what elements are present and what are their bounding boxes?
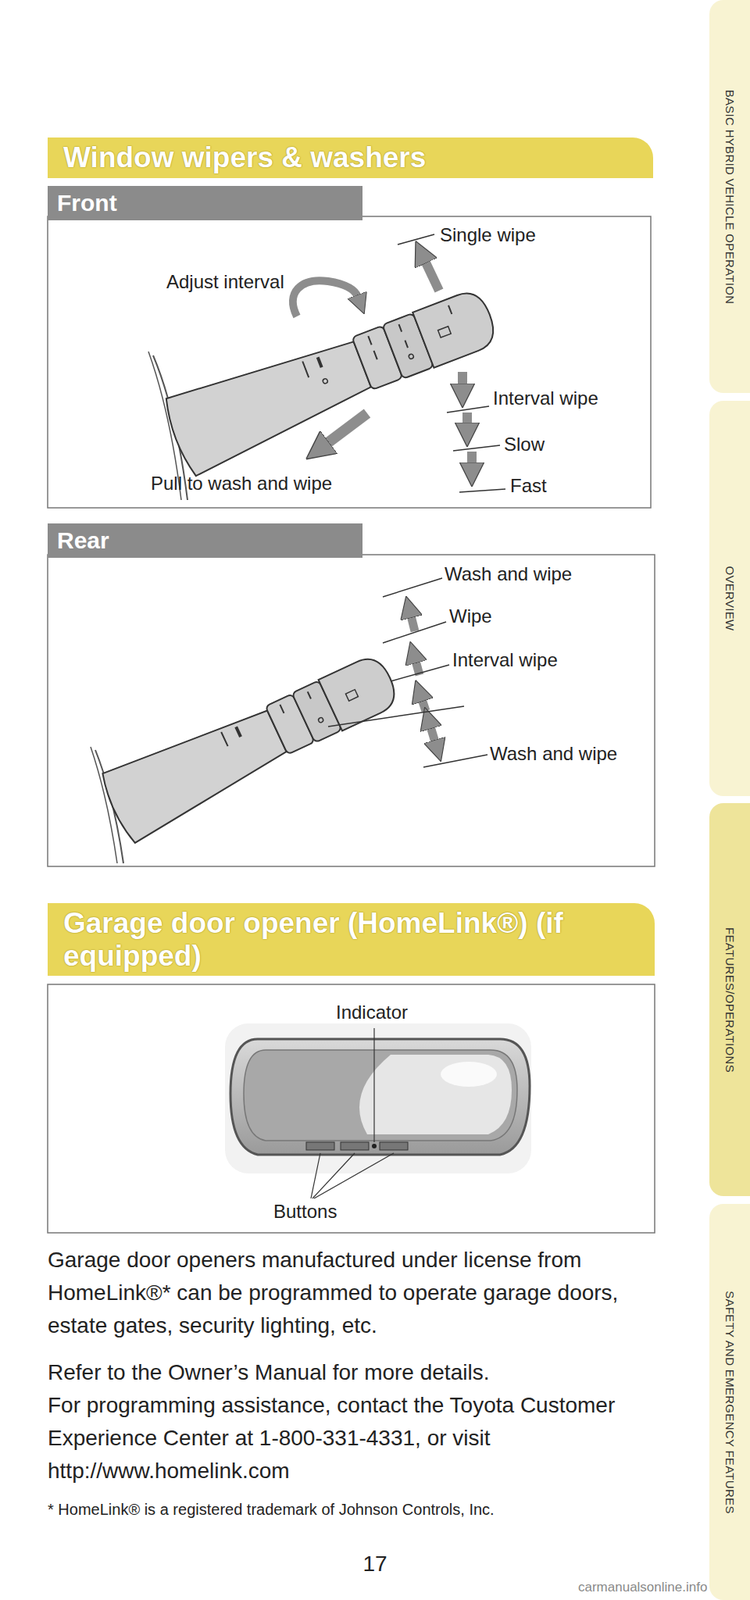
homelink-button xyxy=(379,1142,408,1150)
leader-line xyxy=(459,489,506,493)
page-number: 17 xyxy=(335,1551,415,1577)
motion-arrow xyxy=(457,371,468,386)
heading-text: Garage door opener (HomeLink®) (if equip… xyxy=(63,907,611,972)
figure-frame xyxy=(47,216,651,508)
homelink-button xyxy=(340,1142,369,1150)
leader-line xyxy=(328,706,465,727)
motion-arrow xyxy=(462,412,472,425)
wiper-stalk xyxy=(98,646,408,845)
watermark: carmanualsonline.info xyxy=(578,1579,708,1596)
leader-line xyxy=(373,1028,375,1143)
callout-label: Pull to wash and wipe xyxy=(150,472,333,495)
rearview-mirror xyxy=(230,1039,530,1155)
body-paragraph: Refer to the Owner’s Manual for more det… xyxy=(47,1356,650,1390)
callout-label: Wipe xyxy=(449,605,493,628)
callout-label: Slow xyxy=(503,433,545,456)
motion-arrow xyxy=(467,451,477,465)
callout-label: Indicator xyxy=(335,1001,408,1024)
rotate-arrow xyxy=(292,280,358,317)
motion-arrow xyxy=(326,413,368,444)
section-heading: Garage door opener (HomeLink®) (if equip… xyxy=(47,903,655,976)
tab-label: FEATURES/OPERATIONS xyxy=(723,926,737,1072)
leader-line xyxy=(423,754,488,768)
callout-label: Fast xyxy=(510,475,547,497)
callout-label: Single wipe xyxy=(439,224,536,247)
subsection-heading: Rear xyxy=(47,523,363,558)
callout-label: Wash and wipe xyxy=(489,742,618,765)
leader-line xyxy=(453,445,500,451)
figure-frame xyxy=(47,984,655,1233)
chapter-tab: SAFETY AND EMERGENCY FEATURES xyxy=(709,1203,750,1600)
callout-label: Buttons xyxy=(273,1200,337,1223)
chapter-tab: BASIC HYBRID VEHICLE OPERATION xyxy=(709,0,750,393)
tab-label: BASIC HYBRID VEHICLE OPERATION xyxy=(723,89,737,304)
tab-label: OVERVIEW xyxy=(723,566,737,632)
body-paragraph: Garage door openers manufactured under l… xyxy=(47,1243,650,1343)
wiper-stalk xyxy=(160,279,506,479)
photo-ground xyxy=(225,1023,532,1174)
callout-label: Adjust interval xyxy=(166,271,285,293)
footnote: * HomeLink® is a registered trademark of… xyxy=(47,1498,650,1521)
leader-line xyxy=(397,234,435,245)
heading-text: Rear xyxy=(57,527,110,554)
leader-line xyxy=(446,406,490,413)
tab-label: SAFETY AND EMERGENCY FEATURES xyxy=(723,1290,737,1514)
motion-arrow xyxy=(421,699,426,711)
leader-line xyxy=(390,664,450,682)
mirror-highlight xyxy=(359,1054,512,1135)
callout-label: Wash and wipe xyxy=(444,563,572,586)
body-text: Garage door openers manufactured under l… xyxy=(47,1243,650,1521)
leader-line xyxy=(382,621,447,643)
body-paragraph: For programming assistance, contact the … xyxy=(47,1389,650,1488)
mirror-highlight xyxy=(440,1061,497,1087)
motion-arrow xyxy=(425,260,440,291)
mirror-glass xyxy=(243,1050,518,1141)
homelink-button xyxy=(306,1142,335,1150)
leader-line xyxy=(382,578,443,597)
indicator-light xyxy=(371,1143,377,1149)
figure-frame xyxy=(47,554,655,867)
leader-line xyxy=(312,1153,355,1199)
callout-label: Interval wipe xyxy=(492,387,599,410)
leader-line xyxy=(314,1153,394,1199)
section-heading: Window wipers & washers xyxy=(47,137,654,179)
heading-text: Window wipers & washers xyxy=(63,141,426,174)
chapter-tab: FEATURES/OPERATIONS xyxy=(709,803,750,1197)
chapter-tab: OVERVIEW xyxy=(709,400,750,797)
motion-arrow xyxy=(430,726,436,743)
subsection-heading: Front xyxy=(47,185,363,221)
motion-arrow xyxy=(410,615,415,632)
callout-label: Interval wipe xyxy=(452,649,558,672)
heading-text: Front xyxy=(57,189,118,217)
